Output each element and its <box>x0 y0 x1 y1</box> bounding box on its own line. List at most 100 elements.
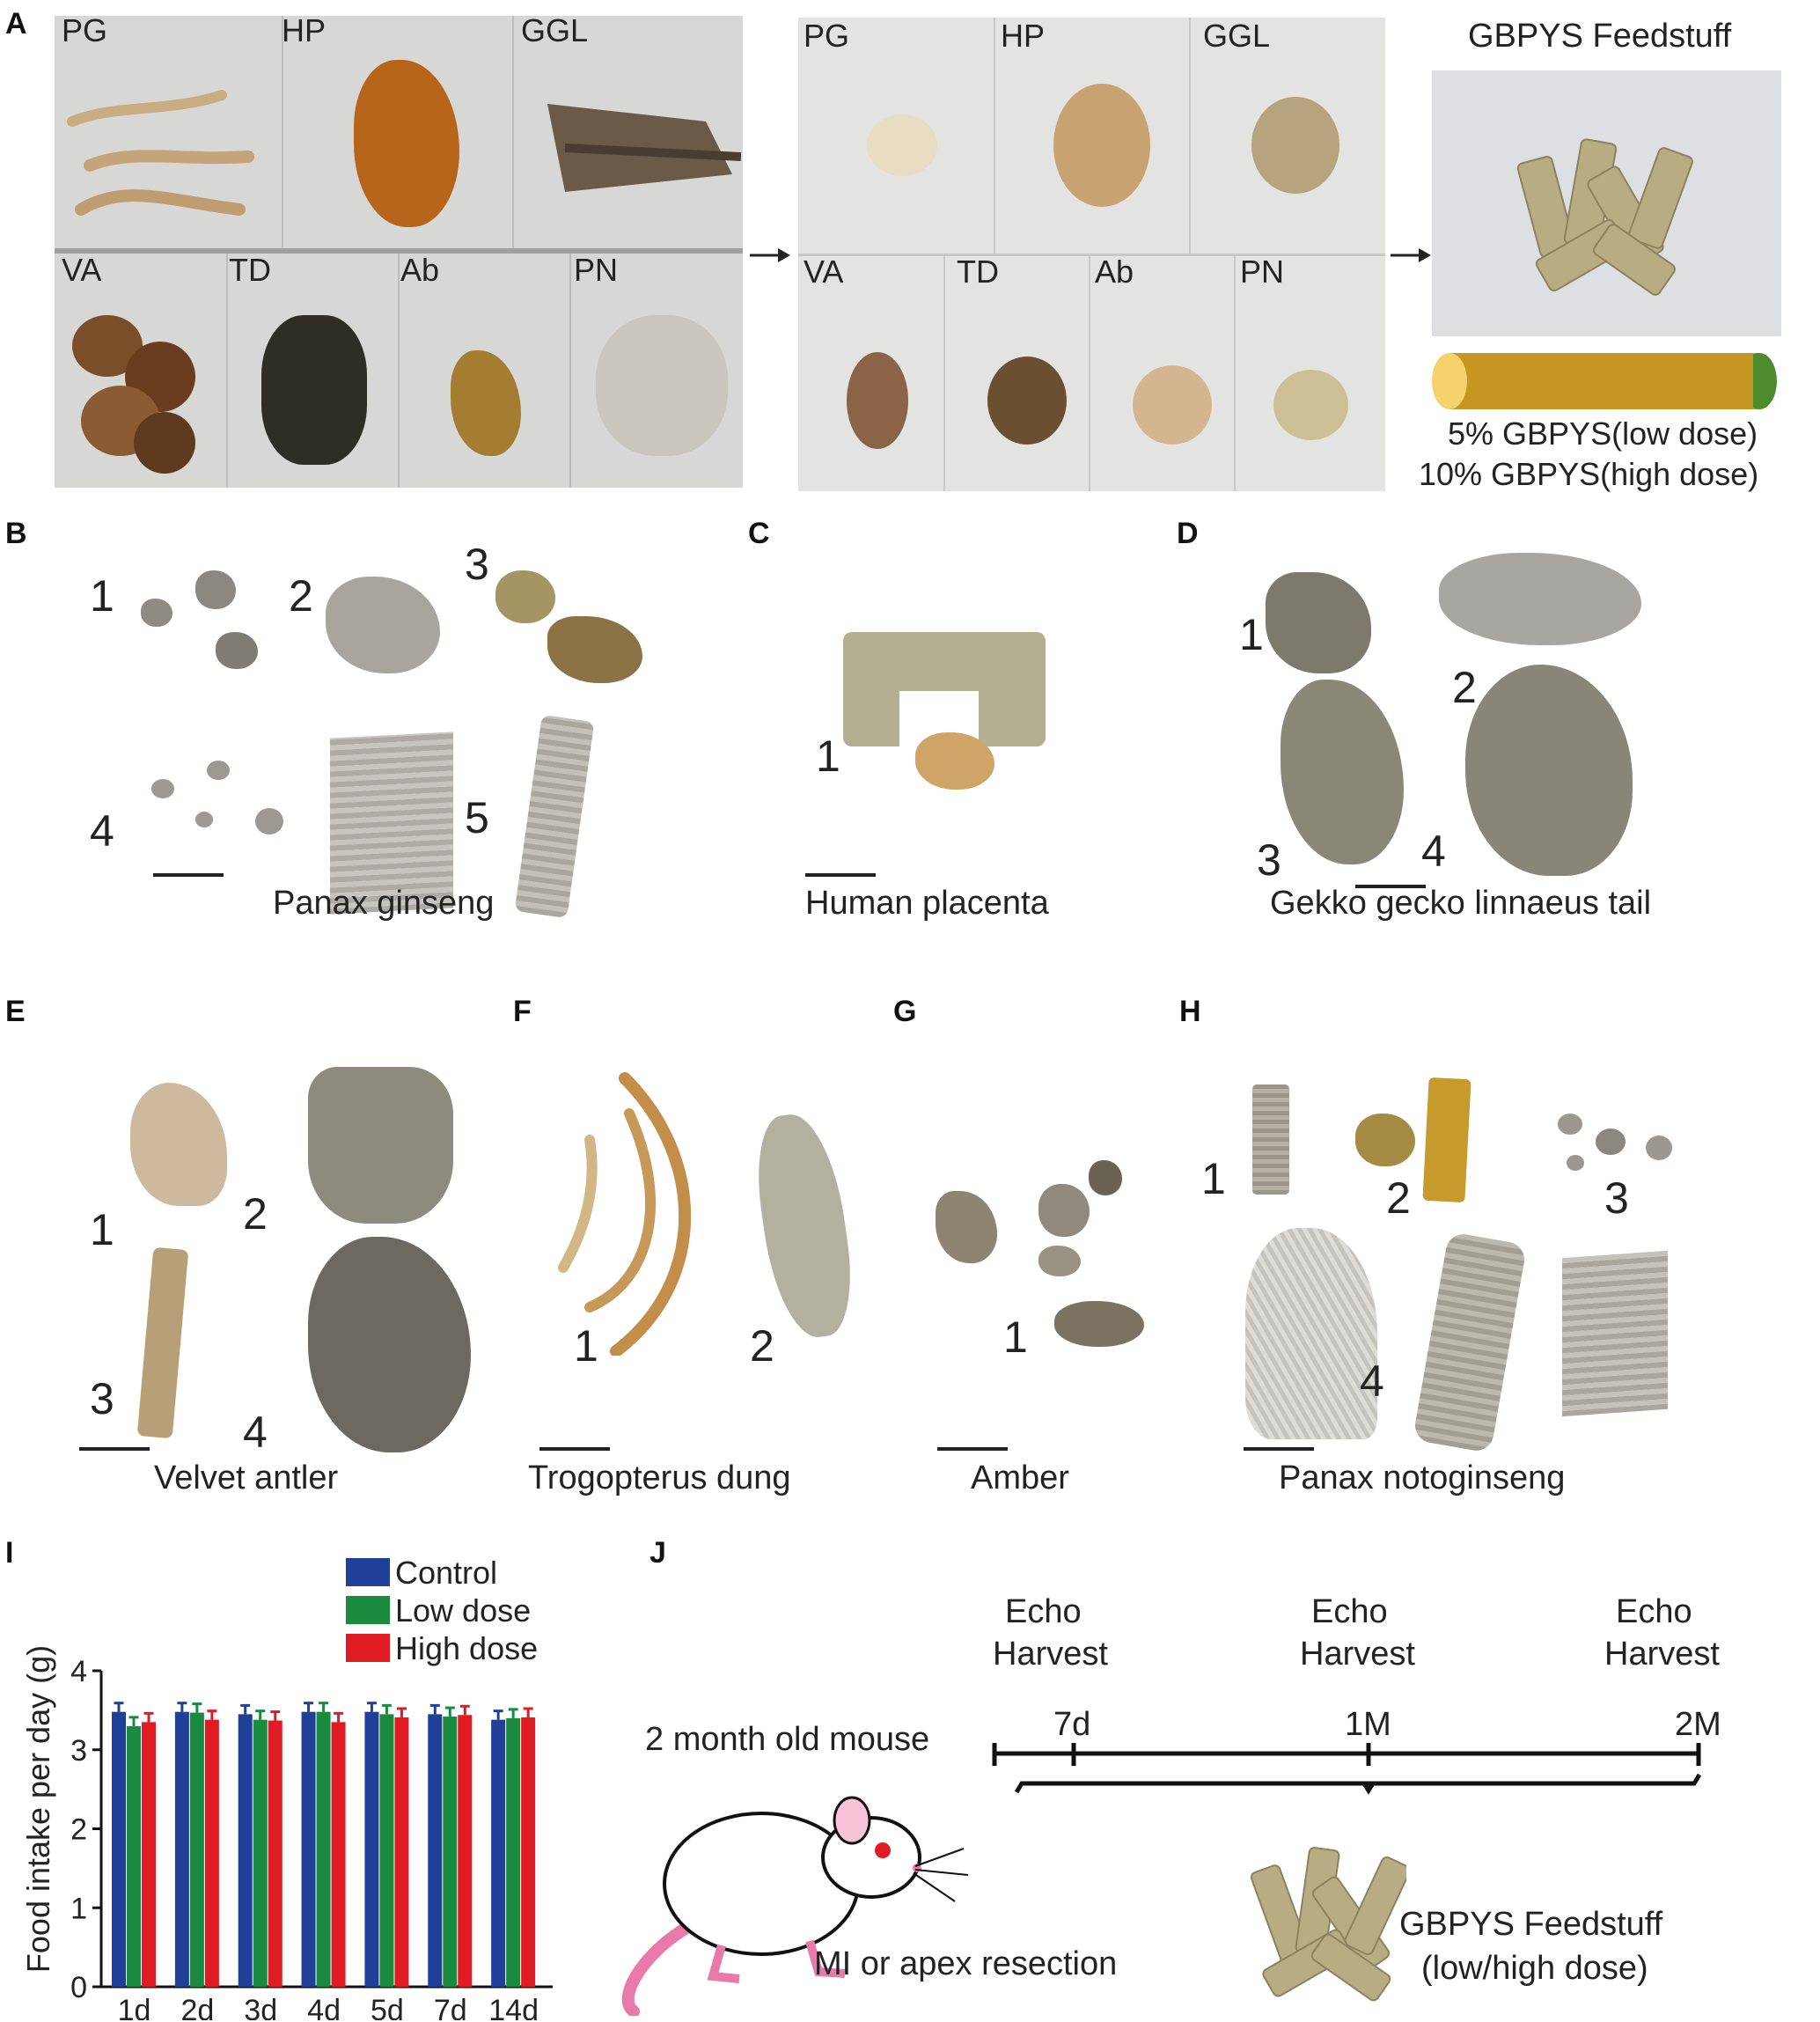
notoginseng-image <box>596 315 728 456</box>
panel-b-number-2: 2 <box>289 571 313 621</box>
powders-photo: PG HP GGL VA TD Ab PN <box>798 18 1385 491</box>
ginseng-grain <box>255 808 283 835</box>
amber-image <box>451 350 521 456</box>
ginseng-grain <box>216 632 258 669</box>
chart-y-tick-label: 0 <box>70 1971 87 2004</box>
chart-bar-high-dose <box>394 1717 409 1987</box>
gecko-fragment <box>1281 680 1404 864</box>
raw-label-td: TD <box>229 252 271 288</box>
event-top-7d: Echo <box>1005 1593 1082 1630</box>
chart-y-axis-label: Food intake per day (g) <box>20 1645 56 1973</box>
powder-label-va: VA <box>804 254 844 290</box>
dung-pellets-image <box>261 315 367 465</box>
chart-bar-low-dose <box>127 1725 141 1987</box>
raw-label-ggl: GGL <box>521 16 589 48</box>
chart-bar-high-dose <box>142 1722 156 1987</box>
event-bottom-2m: Harvest <box>1604 1636 1720 1673</box>
feedstuff-photo <box>1432 70 1781 336</box>
panel-d-number-1: 1 <box>1239 610 1264 659</box>
raw-label-pn: PN <box>574 252 619 288</box>
notoginseng-grain <box>1567 1155 1584 1171</box>
dose-low-label: 5% GBPYS(low dose) <box>1448 415 1758 452</box>
scale-bar <box>1355 885 1426 888</box>
chart-legend-swatch <box>346 1596 390 1624</box>
panel-c-caption: Human placenta <box>805 885 1049 922</box>
panel-letter-j: J <box>649 1536 666 1570</box>
gecko-fragment <box>1439 553 1641 645</box>
amber-fragment <box>1038 1184 1090 1237</box>
panel-d-number-4: 4 <box>1421 827 1446 876</box>
scale-bar <box>79 1447 150 1451</box>
ginseng-cell <box>326 577 440 673</box>
notoginseng-crystal <box>1355 1114 1415 1166</box>
panel-f-number-2: 2 <box>750 1321 774 1371</box>
chart-x-tick-label: 2d <box>180 1994 214 2020</box>
scale-bar <box>937 1447 1008 1451</box>
antler-fragment <box>136 1246 189 1439</box>
feedstuff-pellets-icon <box>1250 1846 1406 2002</box>
amber-fragment <box>1089 1160 1122 1195</box>
powder-ab <box>1133 365 1212 445</box>
panel-e-number-3: 3 <box>90 1374 114 1423</box>
panel-h-caption: Panax notoginseng <box>1279 1460 1566 1496</box>
panel-b-number-5: 5 <box>465 793 489 842</box>
chart-bar-low-dose <box>189 1712 204 1987</box>
chart-bar-low-dose <box>316 1711 331 1987</box>
raw-label-va: VA <box>62 252 102 288</box>
chart-bar-low-dose <box>506 1717 521 1987</box>
panel-letter-h: H <box>1179 995 1201 1028</box>
panel-letter-e: E <box>5 995 26 1028</box>
dung-fiber-image <box>558 1072 692 1356</box>
powder-label-hp: HP <box>1001 18 1046 54</box>
panel-f-number-1: 1 <box>574 1321 598 1371</box>
chart-bar-control <box>112 1711 126 1987</box>
powder-pg <box>867 114 937 176</box>
chart-x-tick-label: 7d <box>434 1994 467 2020</box>
dose-high-label: 10% GBPYS(high dose) <box>1419 456 1759 492</box>
panel-h-number-1: 1 <box>1201 1154 1226 1203</box>
ginseng-grain <box>141 599 172 627</box>
panel-letter-f: F <box>513 995 532 1028</box>
powder-pn <box>1273 370 1348 440</box>
panel-d-number-2: 2 <box>1452 663 1477 712</box>
feedstuff-title: GBPYS Feedstuff <box>1468 18 1732 55</box>
powder-va <box>847 352 908 449</box>
chart-bar-control <box>238 1714 253 1987</box>
ginseng-grain <box>207 761 230 780</box>
notoginseng-vessel <box>1562 1250 1668 1417</box>
powder-label-ggl: GGL <box>1203 18 1271 54</box>
event-top-1m: Echo <box>1311 1593 1388 1630</box>
panel-letter-c: C <box>748 517 770 550</box>
antler-fragment <box>308 1067 453 1224</box>
mouse-icon <box>621 1796 969 2016</box>
chart-y-tick-label: 3 <box>70 1734 87 1768</box>
panel-letter-i: I <box>5 1536 14 1570</box>
chart-legend-swatch <box>346 1558 390 1586</box>
feed-label-line2: (low/high dose) <box>1421 1950 1648 1987</box>
antler-fragment <box>130 1083 227 1206</box>
chart-y-tick-label: 4 <box>70 1655 87 1688</box>
panel-letter-g: G <box>893 995 917 1028</box>
amber-fragment <box>936 1191 997 1263</box>
ginseng-root-image <box>67 90 254 216</box>
dose-cylinder-icon <box>1432 353 1777 409</box>
chart-legend-label: High dose <box>395 1630 538 1666</box>
experiment-timeline <box>992 1743 1702 1795</box>
chart-bar-high-dose <box>268 1720 283 1987</box>
raw-label-hp: HP <box>282 16 327 48</box>
scale-bar <box>1244 1447 1314 1451</box>
chart-x-tick-label: 14d <box>488 1994 539 2020</box>
event-bottom-1m: Harvest <box>1300 1636 1415 1673</box>
panel-e-number-1: 1 <box>90 1205 114 1254</box>
antler-slices-image <box>63 306 204 482</box>
panel-letter-d: D <box>1177 517 1199 550</box>
chart-x-tick-label: 5d <box>371 1994 404 2020</box>
chart-bar-low-dose <box>379 1714 394 1987</box>
ginseng-vessel <box>514 714 595 919</box>
chart-bar-control <box>174 1711 189 1987</box>
event-top-2m: Echo <box>1616 1593 1692 1630</box>
feed-label-line1: GBPYS Feedstuff <box>1399 1906 1663 1943</box>
panel-c-number-1: 1 <box>816 732 840 781</box>
raw-label-ab: Ab <box>400 252 440 288</box>
